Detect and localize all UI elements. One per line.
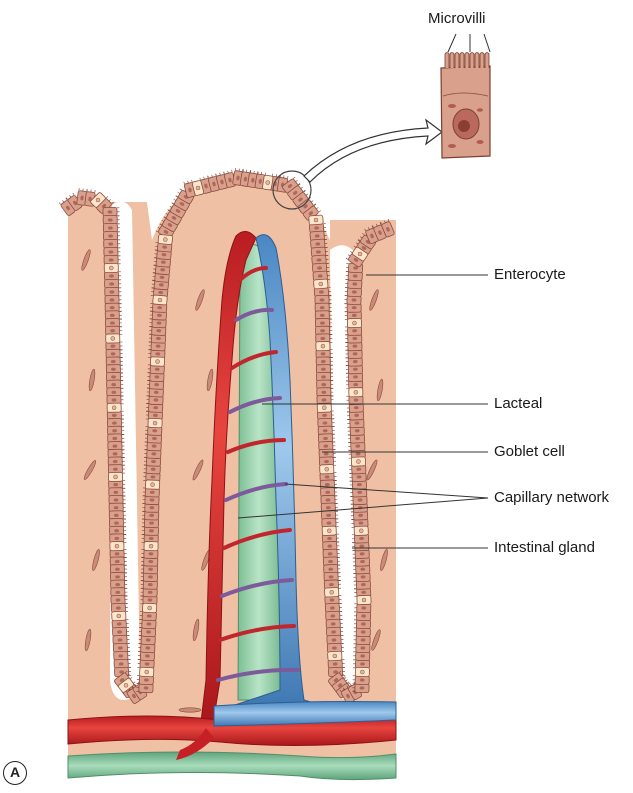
microvillus (450, 53, 454, 69)
goblet-nucleus (359, 529, 363, 533)
goblet-nucleus (360, 670, 364, 674)
microvillus (460, 53, 464, 69)
intestinal-gland-label: Intestinal gland (494, 539, 595, 556)
goblet-nucleus (114, 475, 118, 479)
goblet-nucleus (358, 252, 362, 256)
goblet-nucleus (153, 421, 157, 425)
goblet-nucleus (330, 590, 334, 594)
goblet-nucleus (362, 598, 366, 602)
panel-letter: A (3, 761, 27, 785)
goblet-nucleus (325, 467, 329, 471)
goblet-nucleus (96, 198, 100, 202)
goblet-nucleus (352, 321, 356, 325)
goblet-nucleus (151, 483, 155, 487)
goblet-nucleus (196, 186, 200, 190)
microvillus (455, 53, 459, 69)
goblet-nucleus (109, 266, 113, 270)
microvillus (475, 53, 479, 69)
goblet-nucleus (111, 336, 115, 340)
goblet-nucleus (322, 406, 326, 410)
goblet-nucleus (145, 670, 149, 674)
goblet-nucleus (314, 218, 318, 222)
goblet-nucleus (117, 614, 121, 618)
capillary-network-label: Capillary network (494, 489, 609, 506)
goblet-nucleus (149, 544, 153, 548)
goblet-nucleus (112, 406, 116, 410)
fibroblast (179, 708, 201, 712)
goblet-nucleus (319, 282, 323, 286)
microvillus (480, 53, 484, 69)
goblet-nucleus (321, 344, 325, 348)
microvillus (470, 53, 474, 69)
goblet-nucleus (158, 298, 162, 302)
goblet-cell-label: Goblet cell (494, 443, 565, 460)
goblet-nucleus (327, 529, 331, 533)
goblet-nucleus (115, 544, 119, 548)
microvilli-detail (445, 53, 489, 69)
microvillus (465, 53, 469, 69)
goblet-nucleus (333, 654, 337, 658)
goblet-nucleus (356, 460, 360, 464)
microvilli-pointer (448, 34, 490, 52)
goblet-nucleus (266, 181, 270, 185)
lacteal-label: Lacteal (494, 395, 542, 412)
goblet-nucleus (124, 683, 128, 687)
microvilli-label: Microvilli (428, 10, 486, 27)
goblet-nucleus (354, 390, 358, 394)
enlarged-enterocyte (441, 66, 490, 158)
goblet-nucleus (156, 360, 160, 364)
goblet-nucleus (163, 238, 167, 242)
microvillus (485, 53, 489, 69)
microvillus (445, 53, 449, 69)
enterocyte-label: Enterocyte (494, 266, 566, 283)
goblet-nucleus (148, 606, 152, 610)
